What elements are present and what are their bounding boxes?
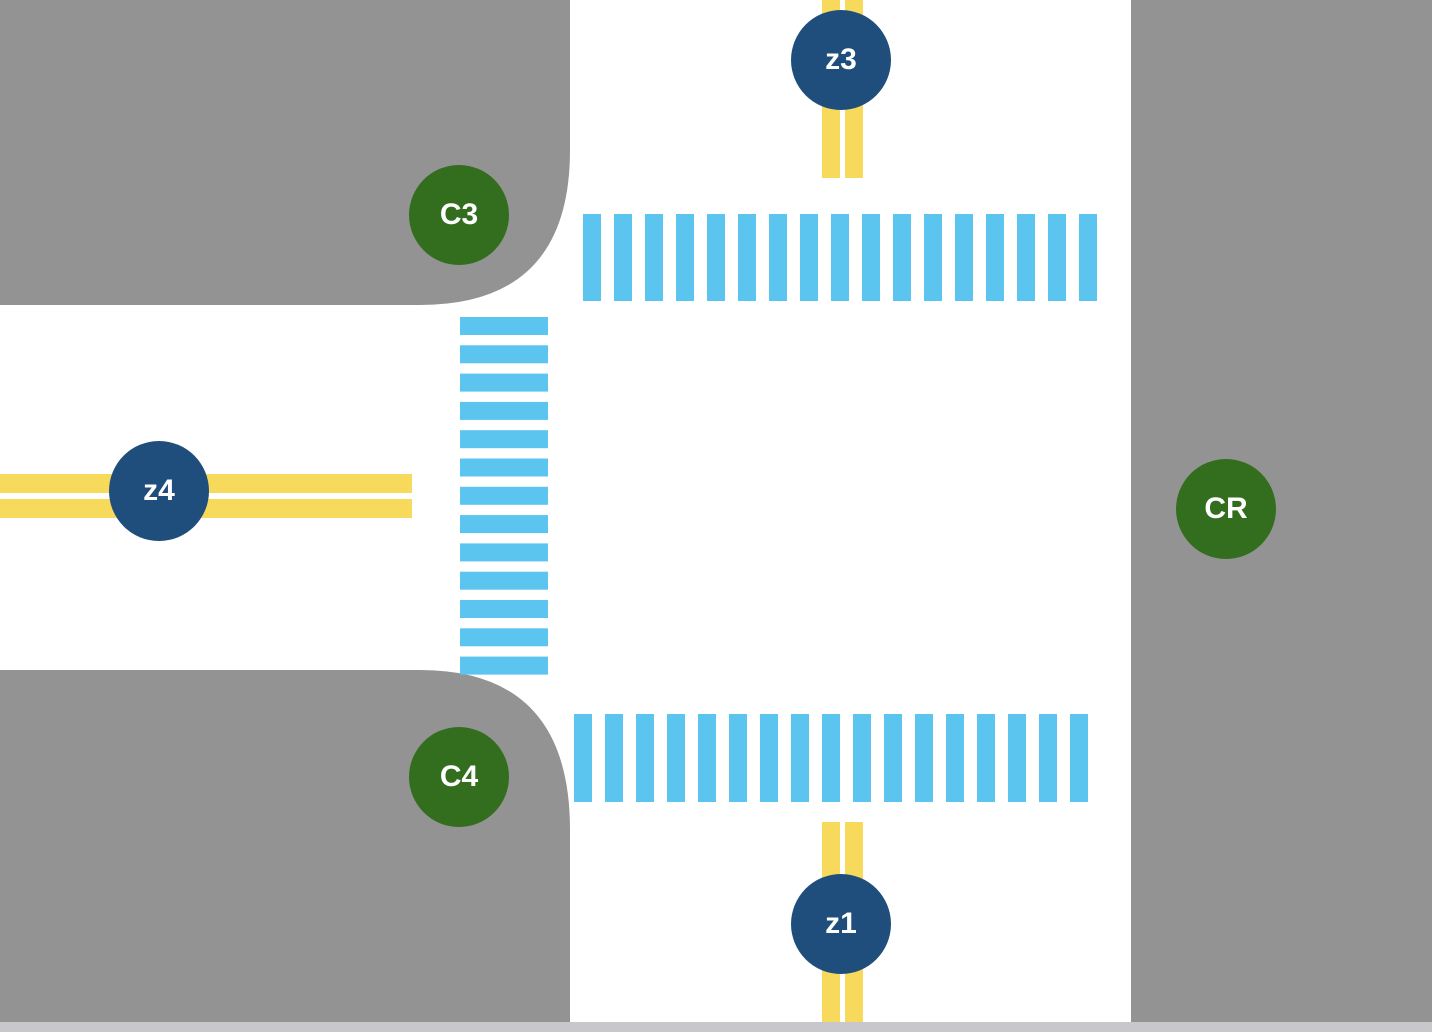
crosswalk-south-stripe [791,714,809,802]
crosswalk-west-stripe [460,600,548,618]
crosswalk-south-stripe [822,714,840,802]
corner-marker-cr[interactable]: CR [1176,459,1276,559]
zone-marker-z1[interactable]: z1 [791,874,891,974]
crosswalk-west-stripe [460,656,548,675]
centerline-west-bottom-line [0,499,412,518]
crosswalk-south-stripe [946,714,964,802]
crosswalk-south-stripe [698,714,716,802]
crosswalk-north-stripe [738,214,756,301]
crosswalk-west-stripe [460,628,548,647]
crosswalk-south-stripe [977,714,995,802]
crosswalk-west-stripe [460,401,548,420]
crosswalk-south-stripe [636,714,654,802]
crosswalk-west-stripe [460,317,548,335]
crosswalk-north-stripe [1048,214,1066,301]
crosswalk-south-stripe [729,714,747,802]
crosswalk-west-stripe [460,430,548,449]
crosswalk-north-stripe [614,214,632,301]
crosswalk-south-stripe [667,714,685,802]
crosswalk-north-stripe [707,214,725,301]
zone-marker-z4[interactable]: z4 [109,441,209,541]
corner-marker-c3[interactable]: C3 [409,165,509,265]
crosswalk-north-stripe [1017,214,1035,301]
crosswalk-south-stripe [760,714,778,802]
crosswalk-north [583,214,1097,301]
crosswalk-south-stripe [853,714,871,802]
crosswalk-west-stripe [460,373,548,392]
corner-marker-c4[interactable]: C4 [409,727,509,827]
crosswalk-north-stripe [893,214,911,301]
crosswalk-north-stripe [583,214,601,301]
crosswalk-south-stripe [1039,714,1057,802]
crosswalk-south-stripe [574,714,592,802]
crosswalk-west-stripe [460,543,548,562]
crosswalk-north-stripe [645,214,663,301]
crosswalk-north-stripe [769,214,787,301]
crosswalk-south-stripe [1070,714,1088,802]
crosswalk-west [460,317,548,675]
crosswalk-north-stripe [986,214,1004,301]
sidewalk-southwest [0,670,570,1032]
crosswalk-south-stripe [884,714,902,802]
crosswalk-north-stripe [1079,214,1097,301]
crosswalk-west-stripe [460,458,548,477]
sidewalk-northwest [0,0,570,305]
crosswalk-north-stripe [924,214,942,301]
crosswalk-west-stripe [460,515,548,534]
crosswalk-south [574,714,1088,802]
crosswalk-north-stripe [955,214,973,301]
crosswalk-west-stripe [460,345,548,364]
zone-marker-z3[interactable]: z3 [791,10,891,110]
crosswalk-south-stripe [915,714,933,802]
crosswalk-north-stripe [800,214,818,301]
crosswalk-south-stripe [605,714,623,802]
crosswalk-west-stripe [460,486,548,505]
bottom-edge-strip [0,1022,1432,1032]
crosswalk-north-stripe [862,214,880,301]
crosswalk-north-stripe [676,214,694,301]
crosswalk-south-stripe [1008,714,1026,802]
crosswalk-west-stripe [460,571,548,590]
crosswalk-north-stripe [831,214,849,301]
